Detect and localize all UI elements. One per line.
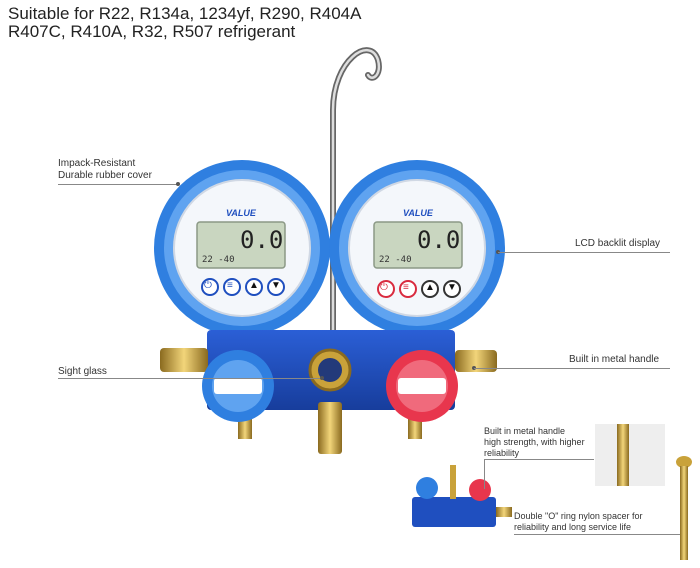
up-arrow-icon: ▲ xyxy=(249,280,259,291)
power-icon: ⏻ xyxy=(204,280,212,291)
callout-rubber-cover-line2: Durable rubber cover xyxy=(58,170,152,181)
callout-detail-handle-line1: Built in metal handle xyxy=(484,426,566,436)
callout-rubber-cover-dot xyxy=(176,182,180,186)
callout-oring-leader xyxy=(514,534,680,535)
callout-detail-handle-line2: high strength, with higher xyxy=(484,437,585,447)
o-ring-spacer xyxy=(676,456,692,560)
callout-detail-handle-line3: reliability xyxy=(484,448,520,458)
callout-sight-glass-leader xyxy=(58,378,322,379)
right-gauge-buttons xyxy=(377,280,461,298)
menu-icon: ≡ xyxy=(403,282,409,293)
left-gauge-buttons xyxy=(201,278,285,296)
up-arrow-icon: ▲ xyxy=(425,282,435,293)
down-arrow-icon: ▼ xyxy=(447,282,457,293)
handle-detail-inset xyxy=(595,424,665,486)
down-arrow-icon: ▼ xyxy=(271,280,281,291)
hook xyxy=(330,47,382,333)
left-gauge-reading: 0.0 xyxy=(240,226,284,254)
right-gauge-reading: 0.0 xyxy=(417,226,461,254)
left-gauge-brand: VALUE xyxy=(226,208,256,218)
callout-detail-handle-drop xyxy=(484,459,485,489)
callout-metal-handle-leader xyxy=(474,368,670,369)
callout-oring-line1: Double "O" ring nylon spacer for xyxy=(514,511,643,521)
small-manifold xyxy=(412,465,512,527)
title-line-1: Suitable for R22, R134a, 1234yf, R290, R… xyxy=(8,4,362,23)
callout-lcd-leader xyxy=(498,252,670,253)
left-gauge-subreading: 22 -40 xyxy=(202,255,235,265)
power-icon: ⏻ xyxy=(380,282,388,293)
menu-icon: ≡ xyxy=(227,280,233,291)
right-gauge-brand: VALUE xyxy=(403,208,433,218)
side-fittings xyxy=(160,348,497,372)
callout-lcd: LCD backlit display xyxy=(575,238,661,249)
callout-metal-handle: Built in metal handle xyxy=(569,354,660,365)
blue-valve-knob xyxy=(202,350,274,422)
callout-rubber-cover-line1: Impack-Resistant xyxy=(58,158,136,169)
red-valve-knob xyxy=(386,350,458,422)
callout-sight-glass: Sight glass xyxy=(58,366,107,377)
callout-detail-handle-leader xyxy=(484,459,594,460)
callout-sight-glass-dot xyxy=(320,376,324,380)
callout-oring-line2: reliability and long service life xyxy=(514,522,632,532)
callout-rubber-cover-leader xyxy=(58,184,178,185)
title-line-2: R407C, R410A, R32, R507 refrigerant xyxy=(8,22,296,41)
right-gauge-subreading: 22 -40 xyxy=(379,255,412,265)
